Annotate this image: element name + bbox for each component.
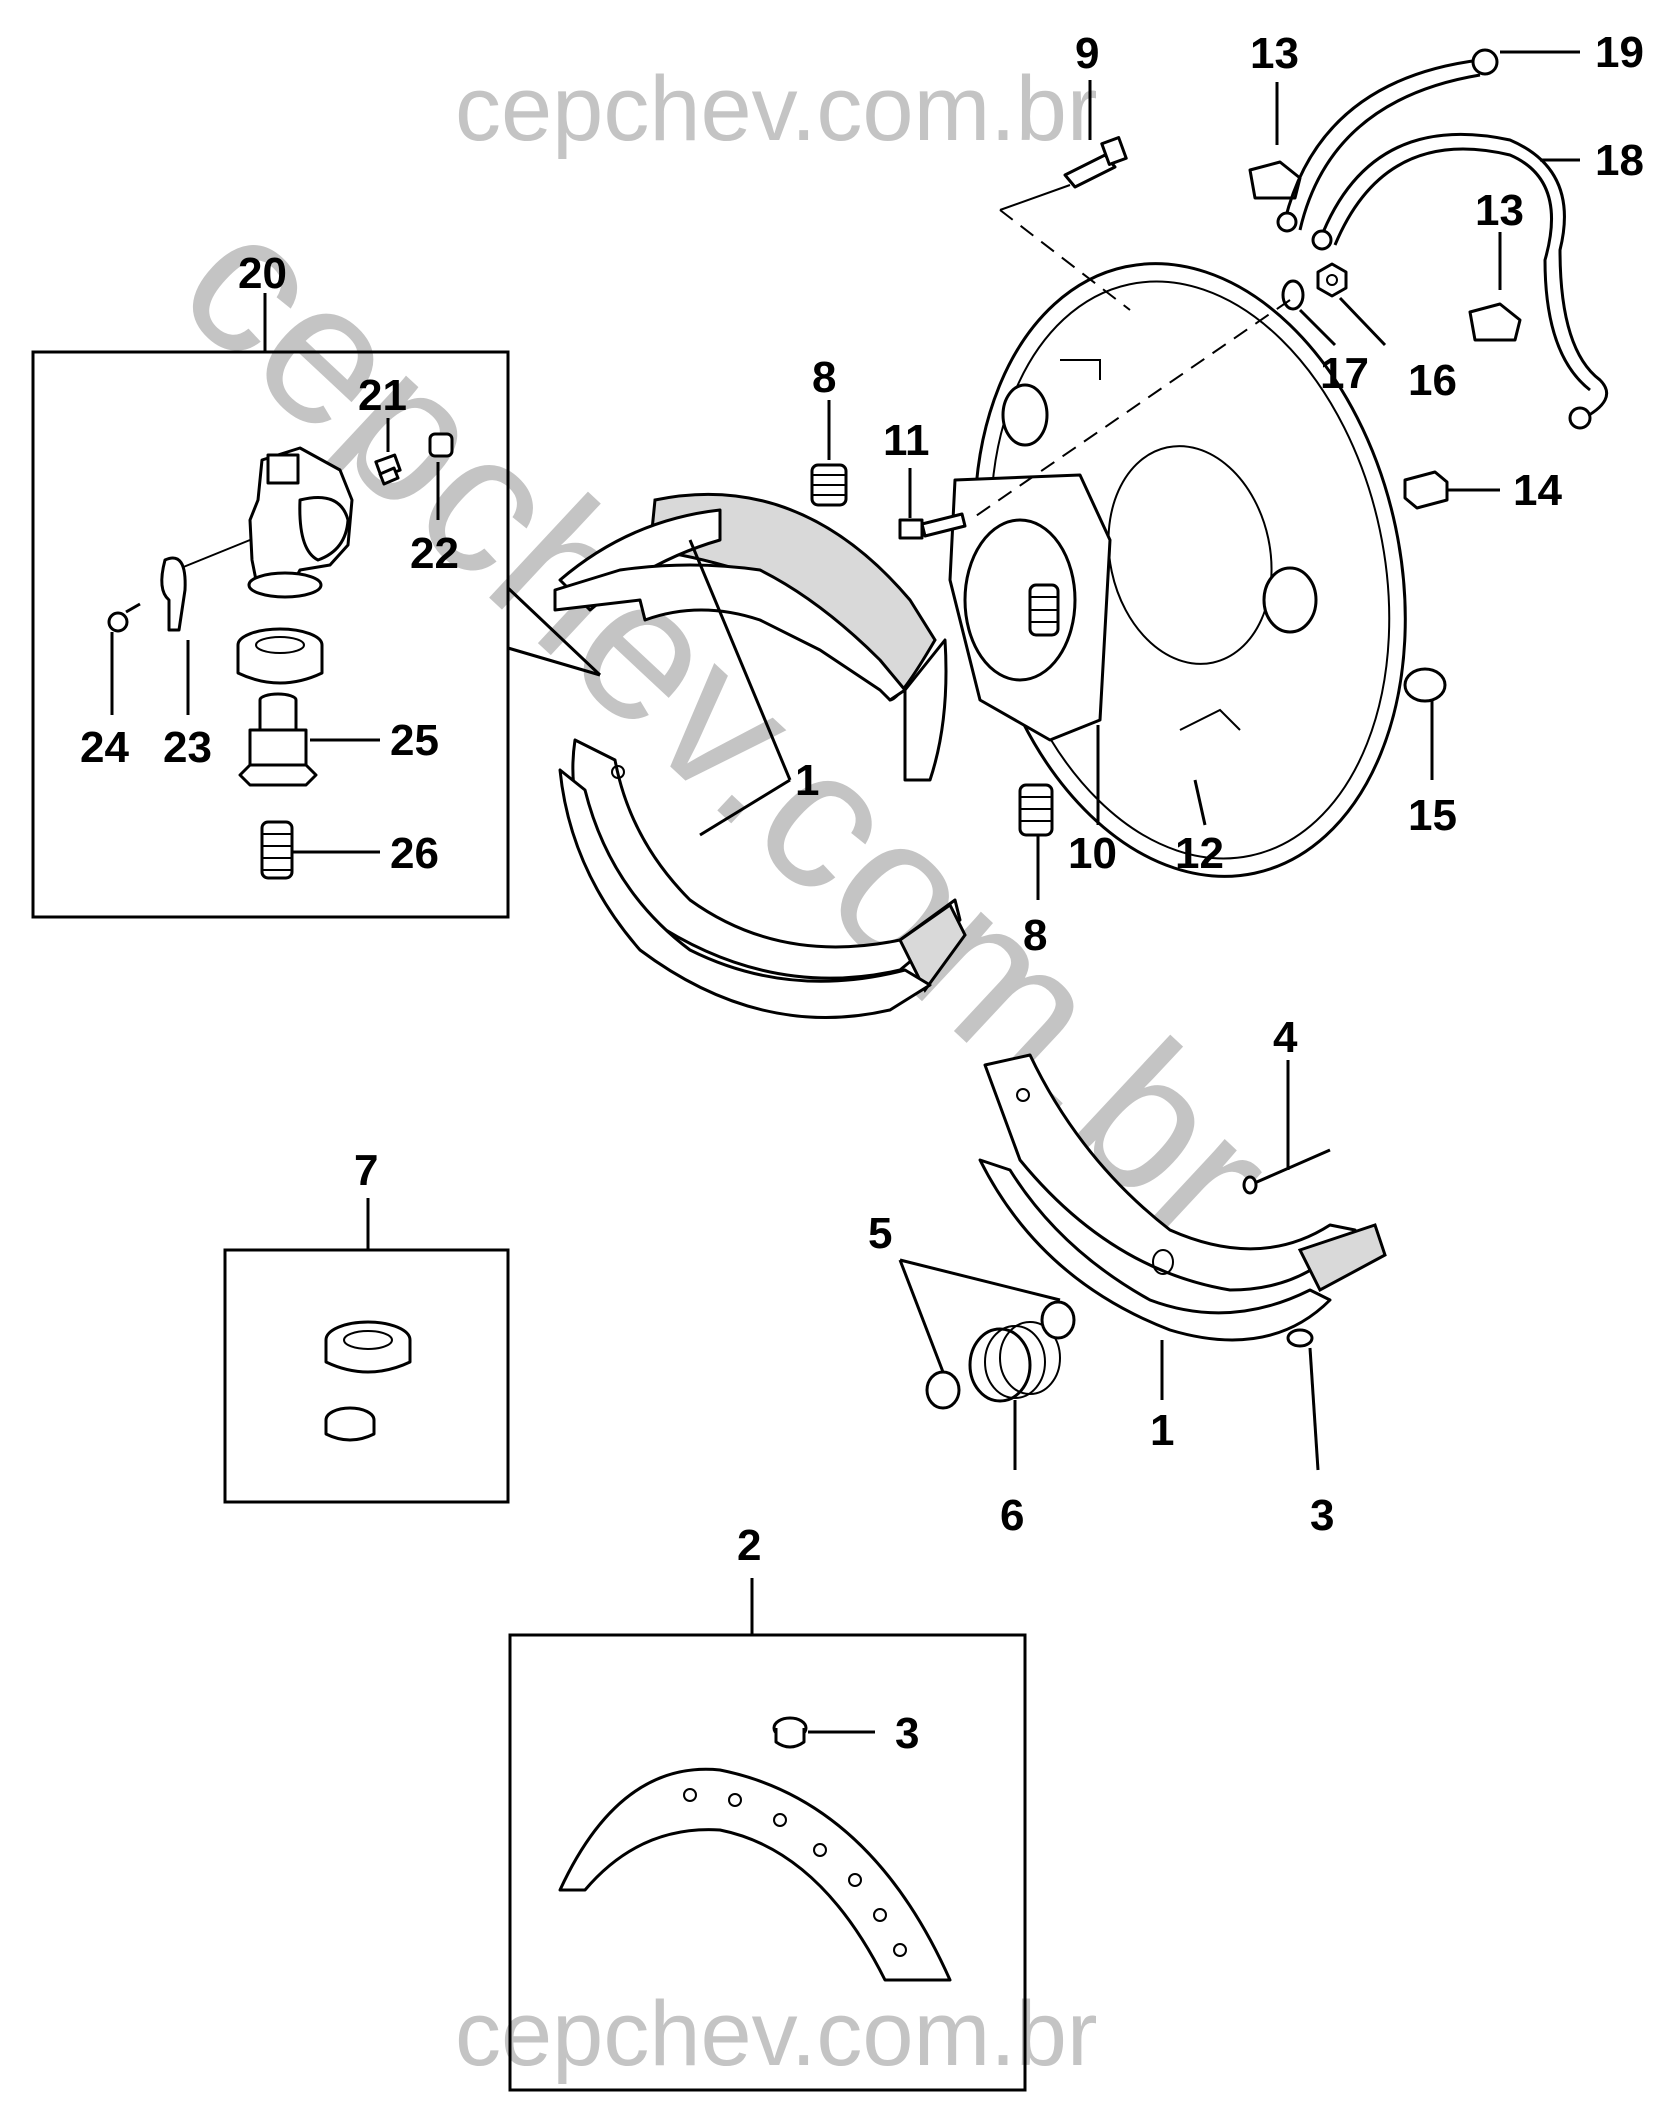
wheel-cylinder-housing-icon (175, 446, 354, 599)
brake-shoe-upper (553, 492, 948, 782)
rivet-3-lower-icon (1286, 1328, 1320, 1471)
lining-kit-box (508, 1578, 1027, 2092)
callout-13-top: 13 (1250, 29, 1299, 78)
nut-16-icon (1316, 262, 1387, 347)
bleeder-cap-icon (428, 432, 454, 520)
pin-4-icon (1242, 1060, 1331, 1195)
retaining-clip-icon (160, 556, 190, 715)
seal-kit-box (223, 1198, 510, 1504)
callout-2: 2 (737, 1521, 761, 1570)
return-spring-upper-icon (810, 400, 848, 507)
wheel-cylinder-plate (948, 473, 1112, 825)
dust-boot-icon (236, 627, 324, 685)
callout-13-mid: 13 (1475, 186, 1524, 235)
callout-17: 17 (1320, 349, 1369, 398)
cups-5-icon (898, 1258, 1076, 1410)
brake-shoe-lower-left (558, 539, 967, 1019)
callout-24: 24 (80, 723, 129, 772)
clip-13-top-icon (1248, 82, 1302, 200)
callout-10: 10 (1068, 829, 1117, 878)
callout-3-lower: 3 (1310, 1491, 1334, 1540)
callout-9: 9 (1075, 29, 1099, 78)
spring-6-icon (968, 1321, 1061, 1470)
bleeder-screw-icon (374, 418, 402, 486)
adjuster-screw-icon (238, 692, 380, 787)
callout-20: 20 (238, 249, 287, 298)
callout-12: 12 (1175, 829, 1224, 878)
callout-8-upper: 8 (812, 353, 836, 402)
wheel-cylinder-kit-box (31, 293, 602, 919)
callout-11: 11 (883, 416, 930, 465)
callout-4: 4 (1273, 1013, 1298, 1062)
callout-8-lower: 8 (1023, 911, 1047, 960)
callout-labels: 1 1 2 3 3 4 5 6 7 8 8 9 10 11 12 13 13 1… (80, 28, 1644, 1758)
callout-16: 16 (1408, 356, 1457, 405)
plug-14-icon (1403, 470, 1500, 510)
callout-22: 22 (410, 529, 459, 578)
callout-25: 25 (390, 716, 439, 765)
clip-13-mid-icon (1468, 232, 1522, 342)
callout-19: 19 (1595, 28, 1644, 77)
return-spring-lower-icon (1018, 783, 1054, 900)
callout-5: 5 (868, 1209, 892, 1258)
callout-23: 23 (163, 723, 212, 772)
brake-shoe-lower-right (978, 1053, 1387, 1400)
callout-3-box: 3 (895, 1709, 919, 1758)
callout-18: 18 (1595, 136, 1644, 185)
callout-1-lower: 1 (1150, 1406, 1174, 1455)
callout-15: 15 (1408, 791, 1457, 840)
bolt-9-icon (999, 80, 1131, 311)
callout-14: 14 (1513, 466, 1562, 515)
clip-screw-icon (107, 602, 141, 715)
callout-21: 21 (358, 371, 407, 420)
adjuster-spring-icon (260, 820, 380, 880)
brake-line-18-19 (1276, 48, 1609, 430)
grommet-15-icon (1403, 667, 1447, 780)
callout-7: 7 (354, 1146, 378, 1195)
callout-26: 26 (390, 829, 439, 878)
washer-17-icon (969, 279, 1337, 521)
watermark-top: cepchev.com.br (455, 58, 1098, 160)
watermark-bottom: cepchev.com.br (455, 1983, 1098, 2085)
callout-1-upper: 1 (795, 756, 819, 805)
bolt-11-icon (898, 468, 967, 540)
callout-6: 6 (1000, 1491, 1024, 1540)
